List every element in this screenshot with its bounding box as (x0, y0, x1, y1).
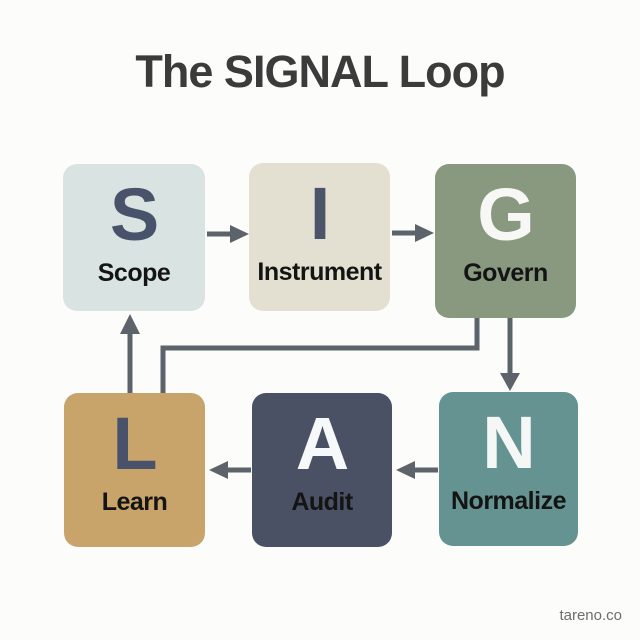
node-govern-label: Govern (463, 259, 548, 287)
node-audit: A Audit (252, 393, 392, 547)
node-normalize-letter: N (482, 401, 535, 484)
page-title: The SIGNAL Loop (135, 46, 505, 97)
node-instrument: I Instrument (249, 163, 390, 311)
node-normalize-label: Normalize (451, 487, 566, 515)
arrowhead-left-icon (396, 461, 415, 479)
node-instrument-letter: I (309, 172, 331, 255)
line-govern-to-learn (160, 318, 480, 393)
arrow-scope-to-instrument (207, 225, 249, 243)
node-learn: L Learn (64, 393, 205, 547)
node-scope-letter: S (109, 173, 159, 256)
arrow-instrument-to-govern (392, 224, 434, 242)
node-govern: G Govern (435, 164, 576, 318)
arrowhead-up-icon (120, 314, 140, 334)
node-learn-letter: L (112, 402, 157, 485)
node-audit-label: Audit (291, 488, 353, 516)
watermark: tareno.co (559, 607, 622, 624)
arrow-normalize-to-audit (396, 461, 438, 479)
arrowhead-left-icon (209, 461, 228, 479)
node-govern-letter: G (477, 173, 535, 256)
arrow-audit-to-learn (209, 461, 251, 479)
node-scope-label: Scope (97, 259, 171, 287)
node-learn-label: Learn (101, 488, 168, 516)
arrowhead-down-icon (500, 373, 520, 391)
node-audit-letter: A (295, 402, 349, 485)
node-scope: S Scope (63, 164, 205, 311)
arrow-learn-to-scope (120, 314, 140, 393)
node-normalize: N Normalize (439, 392, 578, 546)
arrowhead-right-icon (230, 225, 249, 243)
node-instrument-label: Instrument (257, 258, 382, 286)
arrow-govern-to-normalize (500, 318, 520, 391)
arrowhead-right-icon (415, 224, 434, 242)
